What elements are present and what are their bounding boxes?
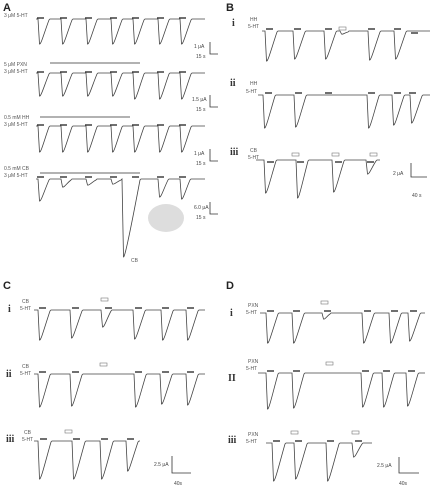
d-row3-roman: iii — [228, 435, 237, 446]
c-row3-trace — [34, 440, 140, 480]
c-row1-agonist: 5-HT — [20, 306, 31, 312]
panel-c: i CB 5-HT ii CB 5-HT iii CB 5-HT 2.5 μA … — [6, 299, 183, 487]
c-row3-tick-0 — [64, 429, 73, 434]
b-scalebar — [410, 163, 427, 178]
b-row1-drug: HH — [250, 17, 258, 23]
a-row4-trace — [36, 178, 205, 258]
d-row3-trace — [266, 442, 372, 482]
d-row1-agonist: 5-HT — [246, 310, 257, 316]
c-row3-agonist: 5-HT — [22, 437, 33, 443]
a-row2-label-drug: 5 μM PXN — [4, 62, 27, 68]
b-row2-roman: ii — [230, 78, 236, 89]
d-row3-tick-1 — [351, 430, 360, 435]
a-row1-trace — [36, 18, 205, 45]
b-row3-roman: iii — [230, 147, 239, 158]
a-row3-label-agonist: 3 μM 5-HT — [4, 122, 28, 128]
b-row3-trace — [256, 159, 380, 199]
d-scale-time: 40s — [399, 481, 408, 487]
a-inset-label: CB — [131, 258, 139, 264]
b-row1-agonist: 5-HT — [248, 24, 259, 30]
c-row1-trace — [34, 309, 205, 341]
b-row2-trace — [258, 94, 430, 129]
a-row3-scale-current: 1 μA — [194, 151, 205, 157]
panel-d: i PXN 5-HT II PXN 5-HT iii PXN 5-HT 2.5 … — [228, 303, 408, 487]
c-row2-roman: ii — [6, 369, 12, 380]
c-scale-current: 2.5 μA — [154, 462, 169, 468]
a-row3-trace — [36, 125, 205, 153]
panel-letter-a: A — [3, 2, 11, 14]
b-scale-current: 2 μA — [393, 171, 404, 177]
d-row1-drug: PXN — [248, 303, 259, 309]
panel-letter-c: C — [3, 280, 11, 292]
b-row3-tick-1 — [331, 152, 340, 157]
b-row3-tick-0 — [291, 152, 300, 157]
b-row3-agonist: 5-HT — [248, 155, 259, 161]
a-row3-scale-time: 15 s — [196, 161, 206, 167]
b-row1-trace — [262, 30, 430, 62]
b-row1-tick-5 — [338, 26, 347, 31]
b-row3-tick-2 — [369, 152, 378, 157]
a-row4-label-agonist: 3 μM 5-HT — [4, 173, 28, 179]
c-row2-drug: CB — [22, 364, 30, 370]
a-row1-scale-time: 15 s — [196, 54, 206, 60]
a-row4-scale-time: 15 s — [196, 215, 206, 221]
a-row4-scale-current: 6.0 μA — [194, 205, 209, 211]
d-row1-trace — [260, 312, 425, 344]
panel-letter-d: D — [226, 280, 234, 292]
c-row3-drug: CB — [24, 430, 32, 436]
c-row1-tick-0 — [100, 297, 109, 302]
d-row2-drug: PXN — [248, 359, 259, 365]
a-row3-label-drug: 0.5 mM HH — [4, 115, 30, 121]
c-scalebar — [171, 456, 191, 474]
a-row1-scalebar — [209, 42, 218, 55]
c-row2-trace — [34, 373, 205, 408]
a-row2-scale-time: 15 s — [196, 107, 206, 113]
c-row3-roman: iii — [6, 434, 15, 445]
a-row1-label: 3 μM 5-HT — [4, 13, 28, 19]
b-row3-drug: CB — [250, 148, 258, 154]
panel-b: i HH 5-HT ii HH 5-HT iii CB 5-HT 2 μA 40… — [230, 17, 422, 199]
d-row2-tick-0 — [325, 361, 334, 366]
d-row1-tick-0 — [320, 300, 329, 305]
b-scale-time: 40 s — [412, 193, 422, 199]
d-row3-agonist: 5-HT — [246, 439, 257, 445]
d-row3-drug: PXN — [248, 432, 259, 438]
a-row2-scale-current: 1.5 μA — [192, 97, 207, 103]
c-row2-tick-0 — [99, 362, 108, 367]
a-row2-label-agonist: 3 μM 5-HT — [4, 69, 28, 75]
d-row2-roman: II — [228, 373, 236, 384]
a-row4-label-drug: 0.5 mM CB — [4, 166, 30, 172]
d-scalebar — [398, 457, 419, 474]
a-row4-scalebar — [209, 202, 218, 215]
panel-a: 3 μM 5-HT 5 μM PXN 3 μM 5-HT 0.5 mM HH 3… — [4, 13, 209, 264]
b-row2-drug: HH — [250, 81, 258, 87]
d-scale-current: 2.5 μA — [377, 463, 392, 469]
a-row2-scalebar — [209, 95, 218, 108]
b-row2-agonist: 5-HT — [246, 89, 257, 95]
d-row3-tick-0 — [290, 430, 299, 435]
a-inset-highlight — [148, 204, 184, 232]
traces-layer — [34, 17, 430, 482]
b-row1-roman: i — [232, 18, 235, 29]
d-row2-trace — [258, 372, 425, 410]
d-row2-agonist: 5-HT — [246, 366, 257, 372]
a-row2-trace — [36, 72, 205, 100]
panel-letter-b: B — [226, 2, 234, 14]
c-row1-roman: i — [8, 304, 11, 315]
a-row3-scalebar — [209, 149, 218, 162]
c-row1-drug: CB — [22, 299, 30, 305]
d-row1-roman: i — [230, 308, 233, 319]
a-row1-scale-current: 1 μA — [194, 44, 205, 50]
c-scale-time: 40s — [174, 481, 183, 487]
c-row2-agonist: 5-HT — [20, 371, 31, 377]
